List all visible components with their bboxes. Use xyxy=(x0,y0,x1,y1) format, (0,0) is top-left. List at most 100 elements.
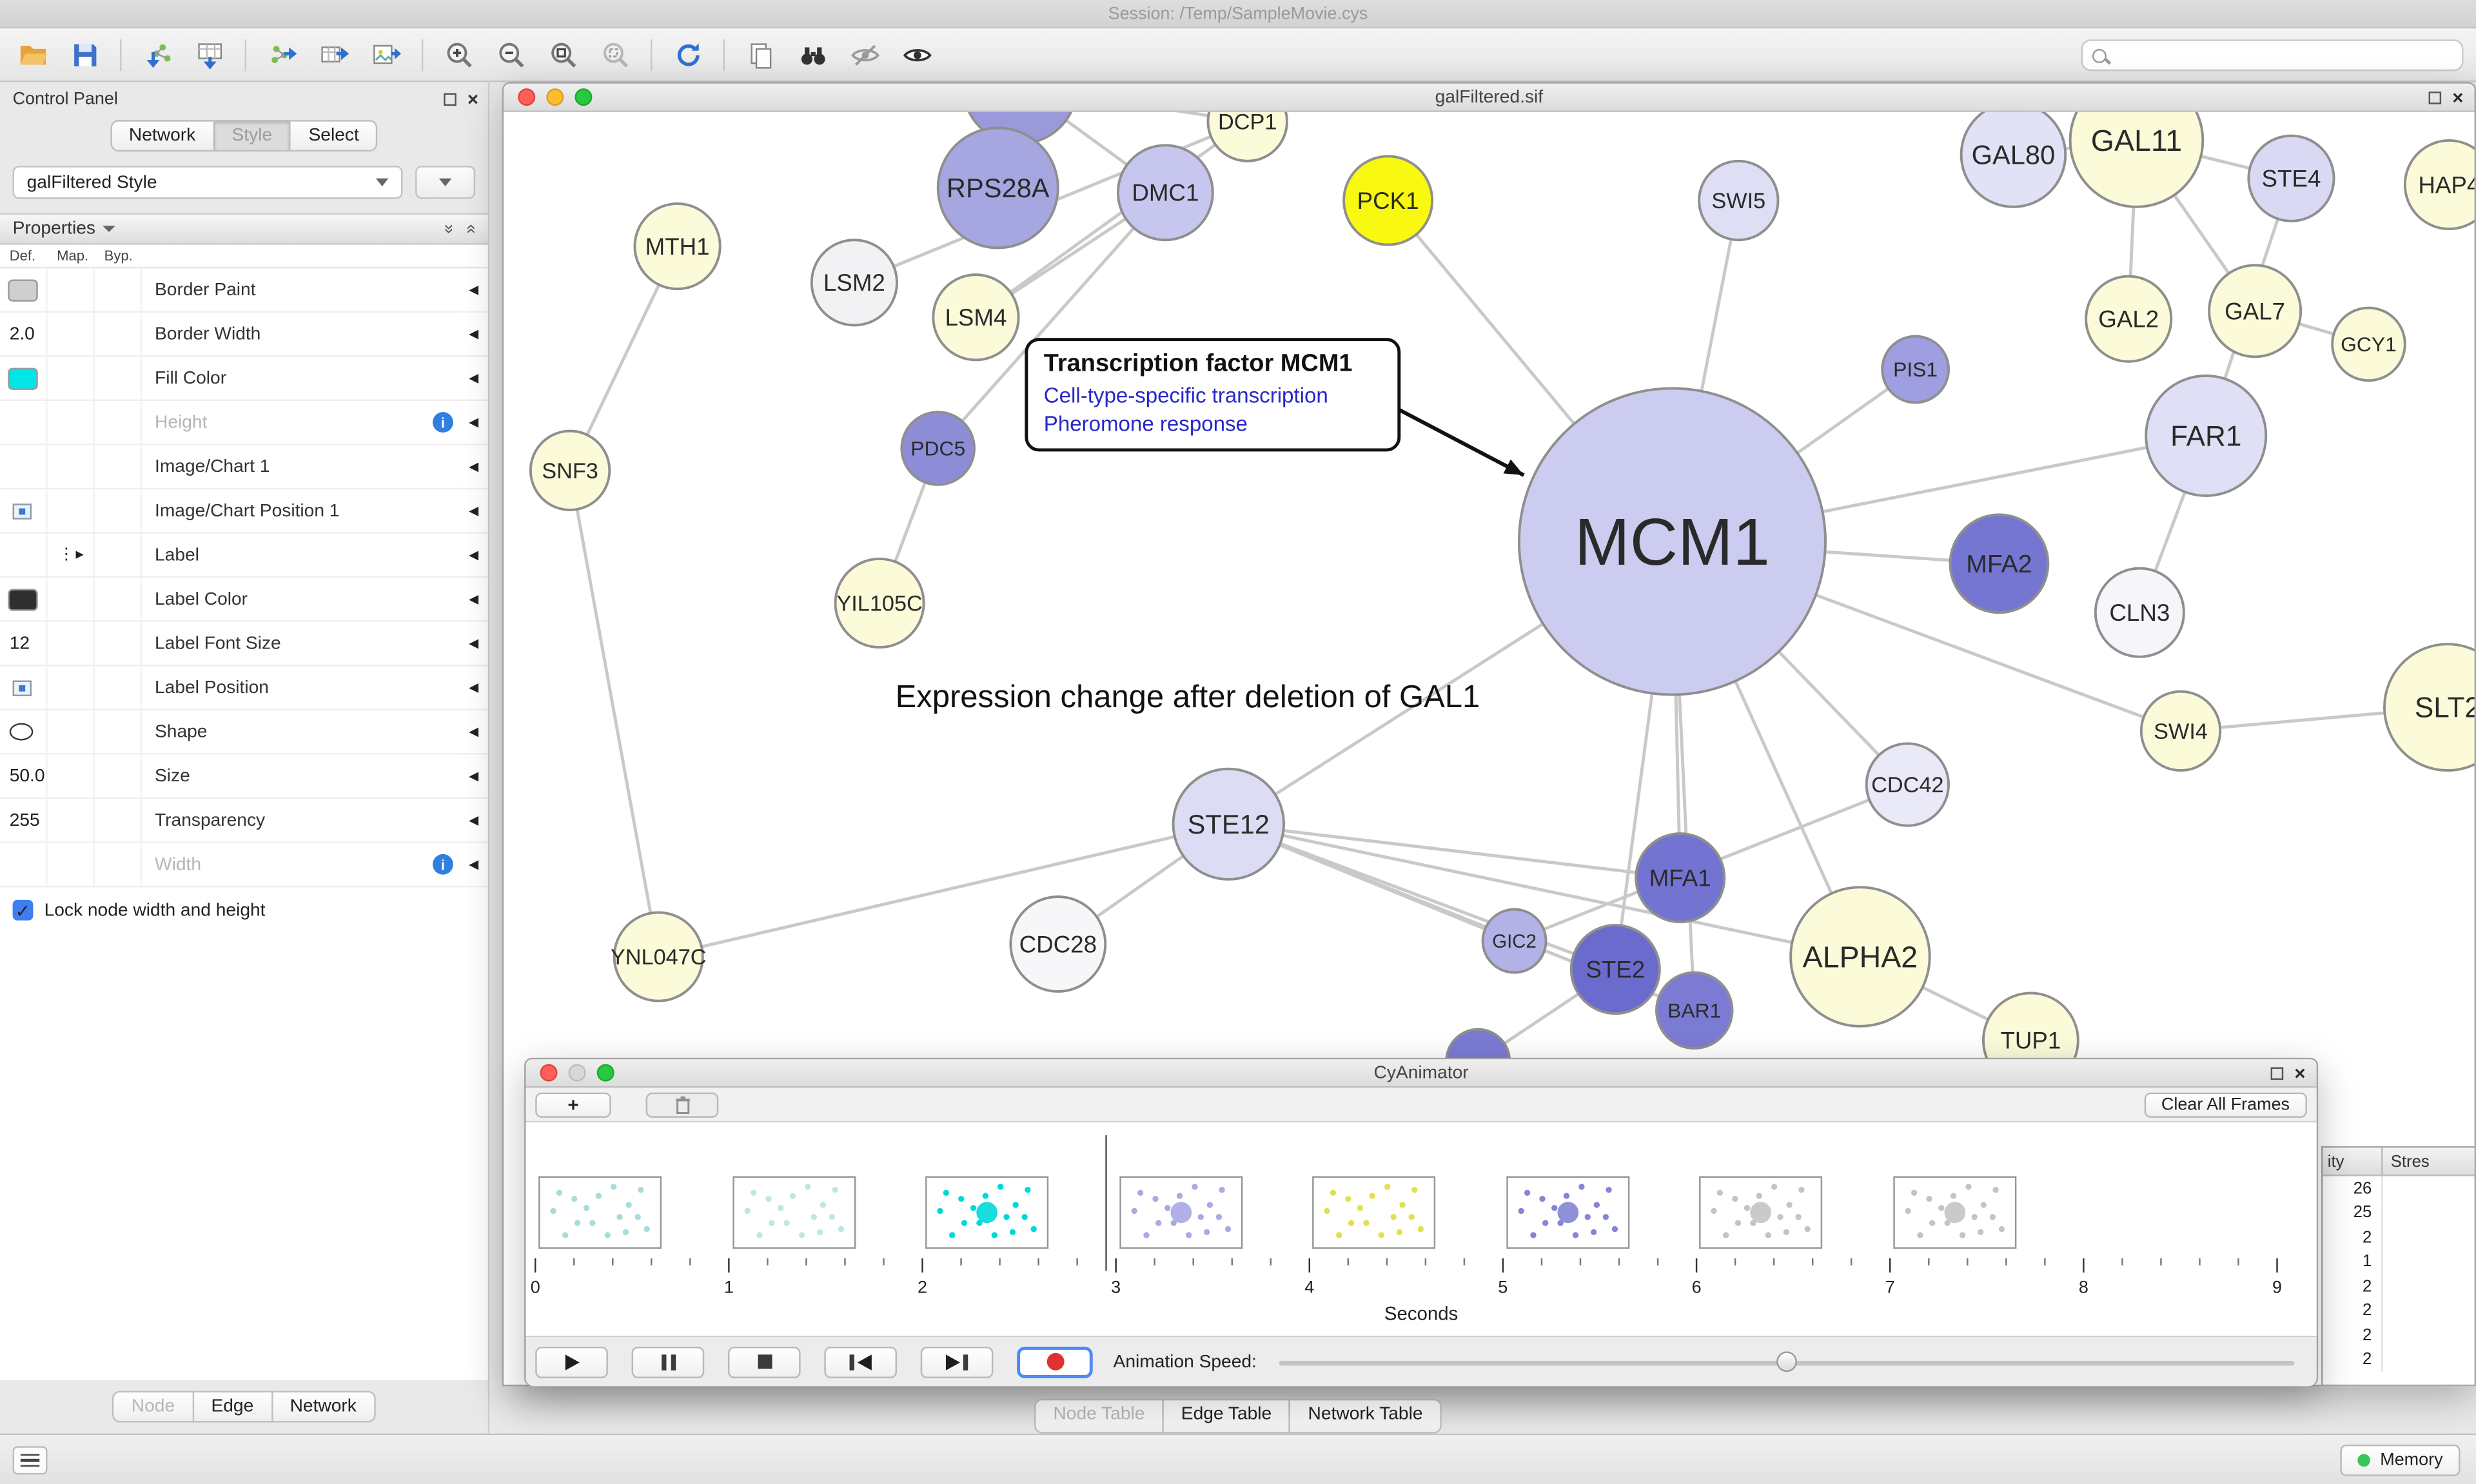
animation-speed-slider[interactable] xyxy=(1279,1346,2295,1378)
zoom-selected-icon[interactable] xyxy=(589,33,641,75)
default-value-cell[interactable] xyxy=(0,666,48,709)
pause-button[interactable] xyxy=(631,1345,705,1378)
search-input[interactable] xyxy=(2114,46,2453,65)
node-STE2[interactable] xyxy=(1569,924,1661,1015)
expand-row-icon[interactable] xyxy=(460,857,488,872)
edge-STE12-ALPHA2[interactable] xyxy=(1228,822,1861,959)
annotation-link-1[interactable]: Cell-type-specific transcription xyxy=(1043,384,1328,407)
node-SLT2[interactable] xyxy=(2383,643,2475,772)
default-value-cell[interactable] xyxy=(0,533,48,576)
bypass-cell[interactable] xyxy=(95,710,142,754)
node-MTH1[interactable] xyxy=(633,202,722,291)
mapping-cell[interactable] xyxy=(47,356,95,400)
delete-frame-button[interactable] xyxy=(645,1091,719,1117)
node-GAL80[interactable] xyxy=(1960,112,2067,208)
frame-thumbnail-8[interactable] xyxy=(1893,1176,2017,1249)
default-value-cell[interactable] xyxy=(0,356,48,400)
close-window-icon[interactable]: × xyxy=(2294,1061,2306,1084)
column-stress[interactable]: Stres xyxy=(2390,1151,2430,1171)
expand-row-icon[interactable] xyxy=(460,282,488,297)
mapping-cell[interactable] xyxy=(47,401,95,444)
default-value-cell[interactable] xyxy=(0,710,48,754)
node-DCP1[interactable] xyxy=(1206,112,1288,162)
node-PIS1[interactable] xyxy=(1881,335,1950,404)
annotation-link-2[interactable]: Pheromone response xyxy=(1043,412,1248,436)
zoom-traffic-light[interactable] xyxy=(575,88,593,106)
network-window-titlebar[interactable]: galFiltered.sif × xyxy=(504,83,2475,112)
node-GAL11[interactable] xyxy=(2068,112,2205,208)
default-value-cell[interactable]: 50.0 xyxy=(0,754,48,797)
bypass-cell[interactable] xyxy=(95,799,142,842)
zoom-in-icon[interactable] xyxy=(433,33,485,75)
edge-STE12-MFA1[interactable] xyxy=(1228,822,1681,880)
edge-DCP1-LSM4[interactable] xyxy=(975,120,1249,319)
node-GAL2[interactable] xyxy=(2085,275,2173,363)
add-frame-button[interactable]: + xyxy=(535,1091,611,1117)
next-frame-button[interactable] xyxy=(920,1345,994,1378)
restore-window-icon[interactable] xyxy=(2428,90,2442,104)
default-value-cell[interactable] xyxy=(0,445,48,488)
node-LSM4[interactable] xyxy=(932,273,1020,362)
export-table-icon[interactable] xyxy=(308,33,360,75)
open-file-icon[interactable] xyxy=(6,33,59,75)
frame-thumbnail-2[interactable] xyxy=(732,1176,856,1249)
table-row[interactable]: 2 xyxy=(2323,1298,2474,1323)
bypass-cell[interactable] xyxy=(95,356,142,400)
node-CDC42[interactable] xyxy=(1865,742,1950,827)
node-PDC5[interactable] xyxy=(900,411,976,486)
table-row[interactable]: 25 xyxy=(2323,1200,2474,1225)
property-row-image-chart-position-1[interactable]: Image/Chart Position 1 xyxy=(0,489,488,534)
node-BAR1[interactable] xyxy=(1655,971,1734,1050)
playhead[interactable] xyxy=(1105,1135,1107,1271)
expand-row-icon[interactable] xyxy=(460,415,488,429)
mapping-cell[interactable] xyxy=(47,621,95,665)
property-row-label-color[interactable]: Label Color xyxy=(0,578,488,622)
lock-size-checkbox[interactable] xyxy=(12,899,34,921)
search-box[interactable] xyxy=(2081,39,2464,72)
edge-YNL047C-STE12[interactable] xyxy=(658,822,1229,959)
mcm1-annotation[interactable]: Transcription factor MCM1 Cell-type-spec… xyxy=(1025,338,1401,452)
bypass-cell[interactable] xyxy=(95,754,142,797)
node-HAP4[interactable] xyxy=(2403,139,2475,231)
table-row[interactable]: 2 xyxy=(2323,1323,2474,1348)
clear-all-frames-button[interactable]: Clear All Frames xyxy=(2143,1091,2307,1117)
node-STE12[interactable] xyxy=(1172,767,1285,881)
node-CDC28[interactable] xyxy=(1009,895,1107,993)
property-row-shape[interactable]: Shape xyxy=(0,710,488,755)
node-SNF3[interactable] xyxy=(529,429,611,511)
property-row-border-paint[interactable]: Border Paint xyxy=(0,268,488,313)
expand-all-icon[interactable]: » xyxy=(438,224,458,234)
property-row-width[interactable]: Width xyxy=(0,843,488,888)
node-FAR1[interactable] xyxy=(2145,374,2268,497)
show-all-icon[interactable] xyxy=(890,33,943,75)
expand-row-icon[interactable] xyxy=(460,592,488,606)
bypass-cell[interactable] xyxy=(95,843,142,886)
info-icon[interactable] xyxy=(433,412,453,433)
hide-unselected-icon[interactable] xyxy=(838,33,890,75)
mapping-cell[interactable] xyxy=(47,533,95,576)
node-MFA2[interactable] xyxy=(1949,513,2050,614)
default-value-cell[interactable] xyxy=(0,578,48,621)
property-row-label[interactable]: Label xyxy=(0,533,488,578)
mapping-cell[interactable] xyxy=(47,445,95,488)
memory-button[interactable]: Memory xyxy=(2341,1444,2461,1476)
style-tab-network[interactable]: Network xyxy=(272,1391,376,1423)
frame-thumbnail-7[interactable] xyxy=(1699,1176,1823,1249)
style-tab-edge[interactable]: Edge xyxy=(193,1391,273,1423)
column-ity[interactable]: ity xyxy=(2323,1147,2383,1175)
mapping-cell[interactable] xyxy=(47,754,95,797)
tab-style[interactable]: Style xyxy=(214,120,291,152)
export-network-icon[interactable] xyxy=(256,33,308,75)
zoom-fit-icon[interactable] xyxy=(537,33,589,75)
tab-node-table[interactable]: Node Table xyxy=(1034,1398,1164,1434)
mapping-cell[interactable] xyxy=(47,312,95,356)
table-row[interactable]: 2 xyxy=(2323,1347,2474,1372)
node-RPS28A[interactable] xyxy=(936,126,1059,249)
table-row[interactable]: 26 xyxy=(2323,1176,2474,1201)
frame-thumbnail-5[interactable] xyxy=(1312,1176,1436,1249)
node-CLN3[interactable] xyxy=(2094,567,2185,658)
bypass-cell[interactable] xyxy=(95,445,142,488)
